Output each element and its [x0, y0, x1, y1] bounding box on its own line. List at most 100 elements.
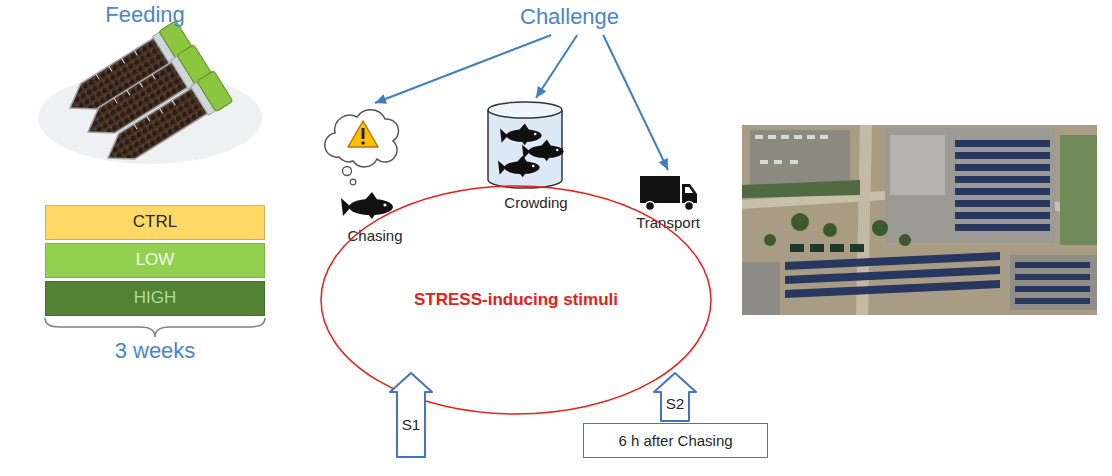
satellite-photo [755, 135, 828, 164]
node-label: CTRL [133, 212, 177, 232]
feed-tubes-photo [38, 21, 262, 174]
satellite-photo [790, 160, 798, 164]
satellite-photo [850, 244, 864, 252]
satellite-photo [764, 213, 911, 246]
fish-icon [543, 156, 550, 161]
heading-text: Challenge [520, 4, 619, 30]
satellite-photo [955, 152, 1050, 159]
node-label: 6 h after Chasing [618, 432, 732, 450]
satellite-photo [890, 135, 945, 195]
fish-icon [521, 140, 528, 145]
timing-box: 6 h after Chasing [583, 423, 768, 458]
fish-icon [519, 172, 526, 177]
satellite-photo [1010, 255, 1097, 310]
fish-icon [516, 156, 527, 163]
ellipse-outline [321, 186, 711, 414]
chasing-icon [362, 128, 365, 139]
arrow-head [659, 158, 668, 170]
satellite-photo [781, 135, 789, 139]
duration-label: 3 weeks [95, 338, 215, 364]
chasing-stimulus: Chasing [325, 105, 425, 245]
block-up-arrow [654, 373, 696, 421]
fish-icon [498, 156, 540, 178]
satellite-photo [750, 130, 850, 185]
satellite-photo [955, 212, 1050, 219]
satellite-photo [955, 188, 1050, 195]
satellite-photo [768, 135, 776, 139]
chasing-icon [325, 105, 425, 245]
satellite-photo [955, 176, 1050, 183]
block-up-arrow [390, 373, 432, 457]
diet-box: CTRL [45, 205, 265, 240]
fish-icon [367, 213, 376, 219]
fish-icon [528, 145, 563, 158]
fish-icon [540, 140, 551, 147]
truck-icon [685, 202, 694, 211]
curly-brace [45, 318, 265, 337]
chasing-icon [350, 179, 356, 185]
arrow-head [375, 94, 387, 103]
transport-stimulus: Transport [618, 172, 718, 232]
satellite-photo [742, 125, 1097, 315]
truck-icon [682, 184, 697, 203]
satellite-photo [790, 244, 804, 252]
sampling-arrow: S2 [653, 372, 697, 422]
satellite-photo [742, 125, 1097, 315]
satellite-photo [755, 135, 763, 139]
connector-arrow [375, 35, 551, 103]
satellite-photo [955, 140, 1050, 231]
satellite-photo [760, 160, 768, 164]
section-heading: Feeding [80, 2, 210, 28]
fish-icon [341, 198, 351, 216]
satellite-photo [791, 213, 809, 231]
fish-icon [532, 165, 535, 168]
node-label: S2 [653, 395, 697, 413]
satellite-photo [1015, 274, 1090, 280]
satellite-photo [823, 223, 837, 237]
satellite-photo [820, 135, 828, 139]
connector-arrow [536, 35, 577, 98]
chasing-icon [343, 167, 352, 176]
crowding-tank-icon [488, 102, 562, 118]
feed-tubes-photo [96, 50, 137, 79]
fish-icon [383, 203, 386, 206]
satellite-photo [955, 140, 1050, 147]
satellite-photo [764, 234, 776, 246]
truck-icon [646, 202, 655, 211]
thought-bubble [325, 110, 399, 167]
satellite-photo [785, 266, 1000, 284]
fish-icon [364, 192, 378, 201]
satellite-photo [955, 224, 1050, 231]
node-label: HIGH [134, 288, 177, 308]
challenge-heading: Challenge [520, 2, 624, 32]
feed-tubes-photo [134, 100, 175, 129]
fish-icon [500, 128, 508, 142]
fish-icon [498, 160, 506, 174]
node-label: Crowding [502, 194, 569, 212]
satellite-photo [1015, 262, 1090, 268]
satellite-photo [785, 252, 1000, 298]
satellite-photo [1015, 262, 1090, 304]
satellite-photo [810, 244, 824, 252]
feed-tubes-photo [114, 74, 155, 103]
feed-tubes-photo [100, 88, 207, 171]
fish-icon [518, 124, 529, 131]
satellite-photo [830, 244, 844, 252]
truck-icon [685, 187, 693, 193]
node-label: STRESS-inducing stimuli [414, 290, 618, 310]
satellite-photo [1060, 135, 1097, 245]
satellite-photo [872, 220, 888, 236]
stress-cycle-ellipse: STRESS-inducing stimuli [320, 185, 712, 415]
satellite-photo [1015, 298, 1090, 304]
diet-box: LOW [45, 243, 265, 278]
truck-icon [640, 176, 680, 203]
connector-arrow [603, 35, 668, 170]
satellite-photo [785, 252, 1000, 270]
node-label: LOW [136, 250, 175, 270]
node-label: S1 [389, 416, 433, 434]
satellite-photo [1015, 286, 1090, 292]
fish-icon [349, 199, 393, 215]
satellite-photo [785, 280, 1000, 298]
satellite-photo [742, 262, 780, 315]
